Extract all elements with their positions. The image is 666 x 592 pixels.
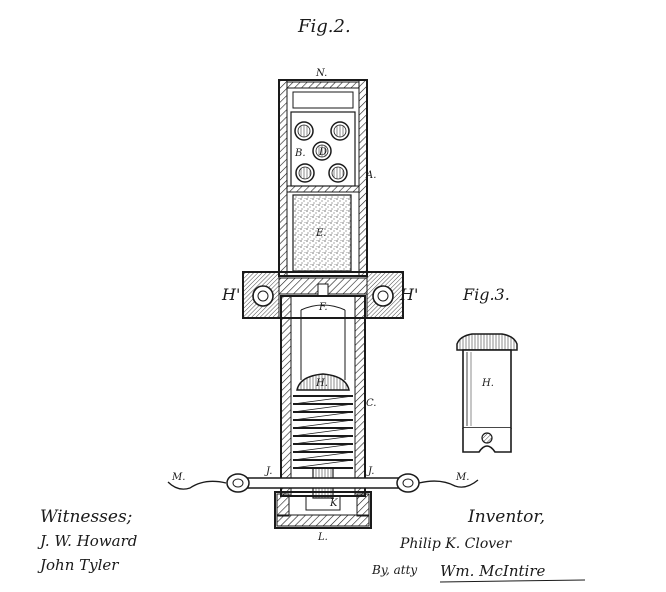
fig2-title: Fig.2. (297, 16, 351, 37)
label-M-right: M. (455, 472, 469, 483)
label-C: C. (366, 398, 376, 409)
label-A: A. (365, 170, 376, 181)
label-E: E. (315, 228, 326, 239)
label-N: N. (315, 68, 327, 79)
label-H-right: H' (399, 285, 418, 304)
witness-2: John Tyler (37, 556, 119, 574)
label-H-left: H' (221, 285, 240, 304)
inventor-heading: Inventor, (467, 507, 545, 527)
label-L: L. (317, 532, 328, 543)
label-K: K (329, 498, 338, 509)
label-D: D (318, 147, 327, 158)
label-J-left: J. (264, 466, 272, 477)
label-H-spring: H. (315, 378, 328, 389)
inventor-name: Philip K. Clover (399, 536, 512, 552)
cartridges (294, 121, 350, 183)
attorney-prefix: By, atty (371, 563, 417, 577)
fig3-part (456, 333, 518, 453)
trigger-mechanism (167, 467, 479, 499)
spring (292, 395, 354, 469)
label-M-left: M. (171, 472, 185, 483)
base (274, 491, 372, 529)
label-J-right: J. (366, 466, 374, 477)
witness-1: J. W. Howard (37, 532, 137, 550)
witnesses-heading: Witnesses; (40, 507, 132, 527)
label-F: F. (318, 302, 328, 313)
label-H-fig3: H. (481, 378, 494, 389)
plunger-head (296, 373, 350, 391)
collar (242, 271, 404, 319)
upper-tube (278, 79, 368, 277)
label-B: B. (294, 148, 306, 159)
attorney-underline (439, 579, 586, 583)
attorney-name: Wm. McIntire (440, 562, 546, 580)
fig3-title: Fig.3. (462, 285, 510, 304)
